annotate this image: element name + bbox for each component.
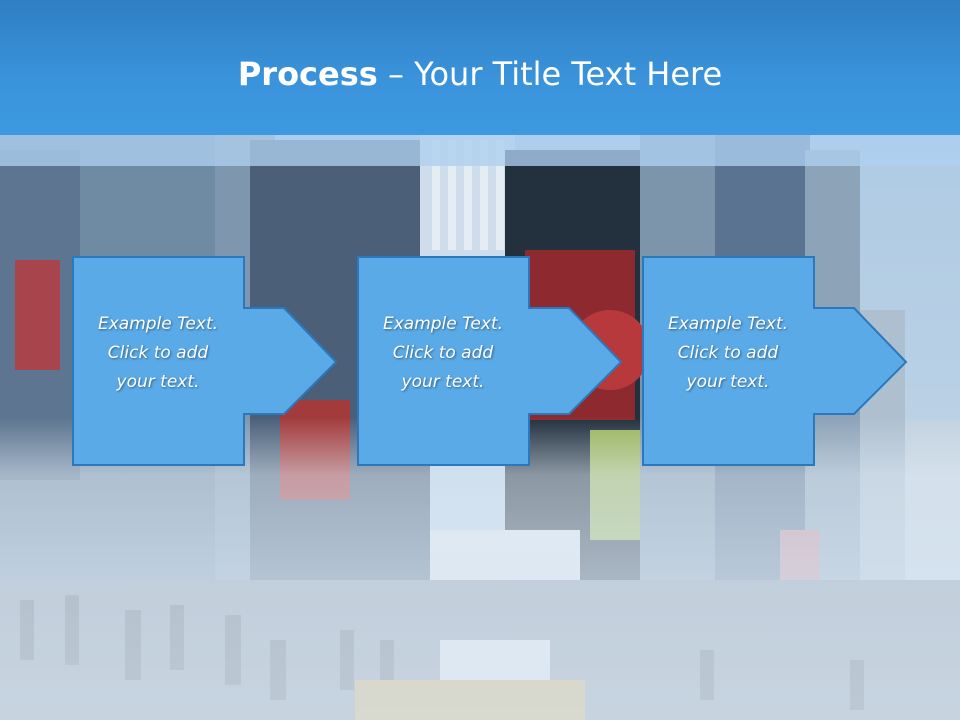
process-step-3[interactable]: Example Text. Click to add your text. [642,256,912,466]
step-text-line: Example Text. [667,314,789,334]
slide-title-rest: – Your Title Text Here [377,55,723,93]
slide-title-bold: Process [237,55,378,93]
title-bar [0,0,960,135]
title-strip [0,135,960,166]
step-text-line: Click to add [392,343,494,363]
step-text: Example Text. Click to add your text. [357,310,529,397]
step-text-line: your text. [401,372,485,392]
slide-title[interactable]: Process – Your Title Text Here [0,54,960,94]
step-text: Example Text. Click to add your text. [72,310,244,397]
arrow-box-shape [72,256,338,466]
step-text-line: Example Text. [97,314,219,334]
process-step-1[interactable]: Example Text. Click to add your text. [72,256,342,466]
step-text-line: Click to add [677,343,779,363]
step-text-line: your text. [116,372,200,392]
arrow-box-shape [357,256,623,466]
step-text-line: Click to add [107,343,209,363]
step-text-line: Example Text. [382,314,504,334]
step-text: Example Text. Click to add your text. [642,310,814,397]
arrow-box-shape [642,256,908,466]
process-step-2[interactable]: Example Text. Click to add your text. [357,256,627,466]
step-text-line: your text. [686,372,770,392]
